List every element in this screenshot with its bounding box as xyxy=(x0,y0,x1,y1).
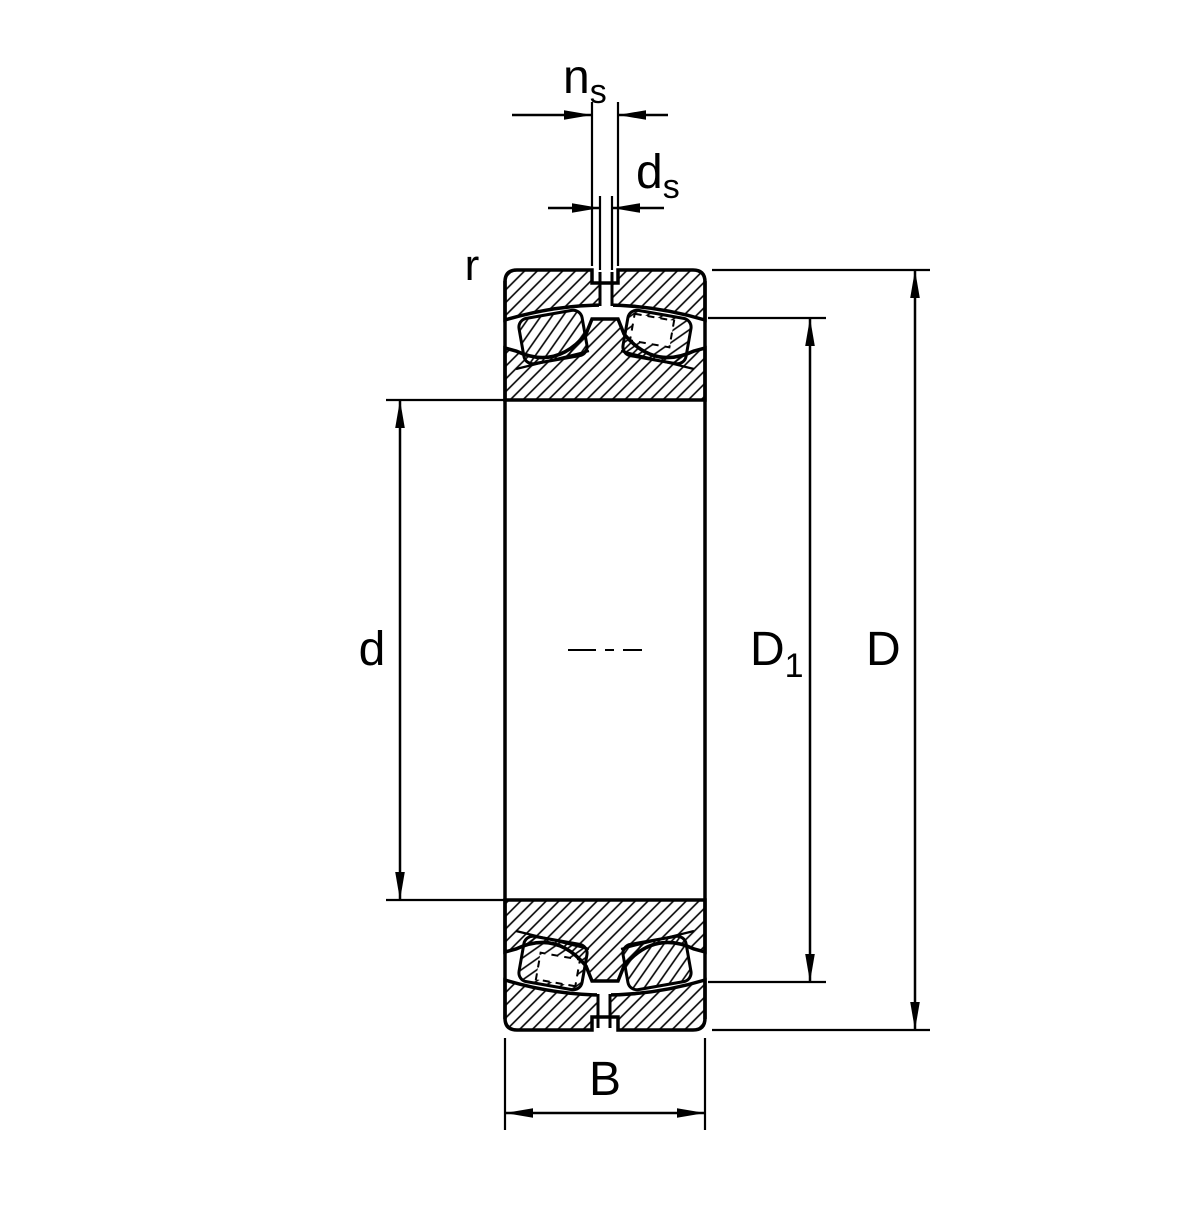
label-D: D xyxy=(866,623,901,676)
dimension-ds xyxy=(548,196,664,270)
hidden-hole-outline xyxy=(628,312,676,349)
label-D1-subscript: 1 xyxy=(785,647,804,685)
label-ds: ds xyxy=(636,146,680,206)
dimension-d xyxy=(386,398,505,902)
label-D1-base: D xyxy=(750,623,785,676)
bearing-section-bottom xyxy=(503,898,707,1032)
dimension-D1 xyxy=(708,316,826,984)
lubrication-hole-void xyxy=(599,285,613,307)
dimension-D xyxy=(712,268,930,1032)
bearing-section-top xyxy=(503,268,707,402)
dimension-ns xyxy=(512,102,668,266)
dimension-B xyxy=(503,1038,707,1130)
label-ds-base: d xyxy=(636,146,663,199)
label-B: B xyxy=(589,1053,621,1106)
label-d: d xyxy=(359,623,386,676)
label-ns: ns xyxy=(563,51,607,111)
label-ns-base: n xyxy=(563,51,590,104)
label-D1: D1 xyxy=(750,623,804,685)
label-ds-subscript: s xyxy=(663,168,680,206)
label-r: r xyxy=(465,241,480,290)
roller-right xyxy=(621,308,693,366)
label-ns-subscript: s xyxy=(590,73,607,111)
inner-ring-section xyxy=(503,317,707,402)
